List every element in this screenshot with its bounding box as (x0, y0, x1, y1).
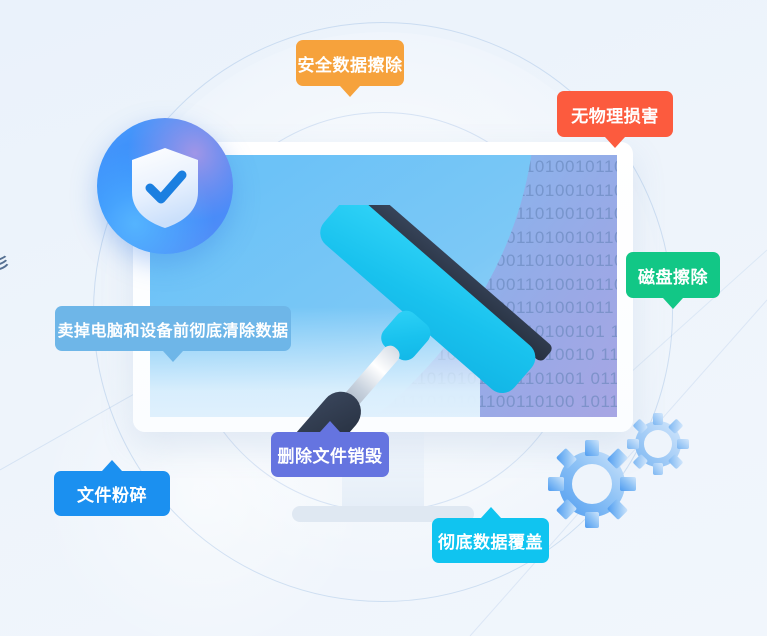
badge-no-damage[interactable]: 无物理损害 (557, 91, 673, 148)
badge-label: 卖掉电脑和设备前彻底清除数据 (57, 322, 289, 340)
monitor-base (292, 506, 474, 522)
badge-file-shred[interactable]: 文件粉碎 (54, 460, 170, 516)
badge-tail (320, 421, 340, 432)
badge-tail (663, 298, 683, 309)
badge-secure-erase[interactable]: 安全数据擦除 (296, 40, 404, 97)
badge-tail (102, 460, 122, 471)
badge-tail (605, 137, 625, 148)
badge-label: 无物理损害 (571, 106, 659, 126)
gear-icon (548, 440, 636, 528)
badge-tail (480, 507, 501, 518)
badge-disk-wipe[interactable]: 磁盘擦除 (626, 252, 720, 309)
badge-label: 删除文件销毁 (277, 447, 383, 466)
badge-label: 安全数据擦除 (297, 55, 403, 75)
badge-full-overwrite[interactable]: 彻底数据覆盖 (432, 507, 549, 563)
badge-sell-before-clean[interactable]: 卖掉电脑和设备前彻底清除数据 (55, 306, 291, 362)
shield-check-icon (132, 148, 198, 228)
badge-label: 文件粉碎 (77, 486, 147, 505)
badge-tail (340, 86, 360, 97)
badge-delete-destroy[interactable]: 删除文件销毁 (271, 421, 389, 477)
edge-stray-glyph: 彡 (0, 256, 11, 273)
badge-label: 磁盘擦除 (638, 267, 708, 287)
security-shield-badge (97, 118, 233, 254)
badge-tail (163, 351, 183, 362)
badge-label: 彻底数据覆盖 (438, 533, 543, 552)
